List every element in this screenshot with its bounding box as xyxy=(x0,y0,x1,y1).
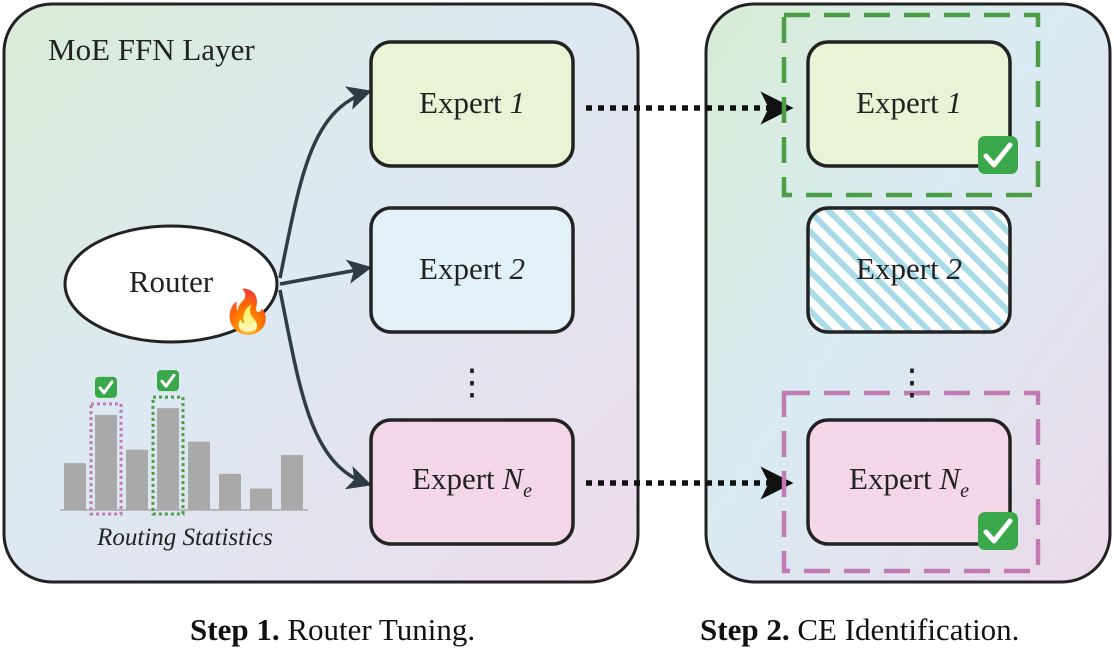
stats-bar-highlight xyxy=(89,402,123,516)
panel2-vdots: ⋮ xyxy=(894,362,930,402)
selection-frame-expert-n xyxy=(781,390,1041,574)
expert-label: Expert 1 xyxy=(419,85,525,120)
stats-bar xyxy=(157,408,179,510)
panel1-expert-2: Expert 2 xyxy=(369,206,575,334)
panel2-expert-2: Expert 2 xyxy=(806,206,1012,334)
selection-frame-expert-1 xyxy=(781,12,1041,198)
stats-bar-highlight xyxy=(151,395,185,516)
expert-label: Expert Ne xyxy=(412,461,532,502)
step1-caption: Step 1. Router Tuning. xyxy=(190,612,475,648)
stats-bar xyxy=(250,488,272,510)
panel2-expert-1: Expert 1 xyxy=(806,40,1012,168)
router-arrow-expert-2 xyxy=(279,259,373,286)
expert-label: Expert 2 xyxy=(856,251,962,286)
expert-label: Expert 1 xyxy=(856,85,962,120)
routing-statistics-chart xyxy=(64,370,303,516)
panel1-title: MoE FFN Layer xyxy=(48,32,255,67)
check-icon xyxy=(978,136,1018,174)
router-label: Router xyxy=(129,264,214,299)
stats-bar xyxy=(126,449,148,510)
stats-bar xyxy=(64,463,86,510)
check-icon xyxy=(157,370,179,392)
router-node xyxy=(63,224,279,344)
panel1-vdots: ⋮ xyxy=(454,362,490,402)
stats-bar xyxy=(95,414,117,510)
stats-bar xyxy=(219,473,241,510)
step2-caption-text: CE Identification. xyxy=(797,612,1020,647)
check-icon xyxy=(978,512,1018,550)
step1-caption-text: Router Tuning. xyxy=(287,612,476,647)
step1-caption-bold: Step 1. xyxy=(190,612,280,647)
panel1-expert-1: Expert 1 xyxy=(369,40,575,168)
panel2-expert-n: Expert Ne xyxy=(806,418,1012,546)
step2-caption: Step 2. CE Identification. xyxy=(700,612,1019,648)
step2-caption-bold: Step 2. xyxy=(700,612,790,647)
routing-statistics-label: Routing Statistics xyxy=(96,524,273,551)
stats-bar xyxy=(188,441,210,510)
router-arrow-expert-1 xyxy=(278,86,372,279)
expert-label: Expert Ne xyxy=(849,461,969,502)
router-arrow-expert-n xyxy=(278,289,372,490)
panel1-expert-n: Expert Ne xyxy=(369,418,575,546)
stats-bar xyxy=(281,455,303,510)
expert-label: Expert 2 xyxy=(419,251,525,286)
fire-icon: 🔥 xyxy=(222,287,274,336)
check-icon xyxy=(95,376,117,398)
